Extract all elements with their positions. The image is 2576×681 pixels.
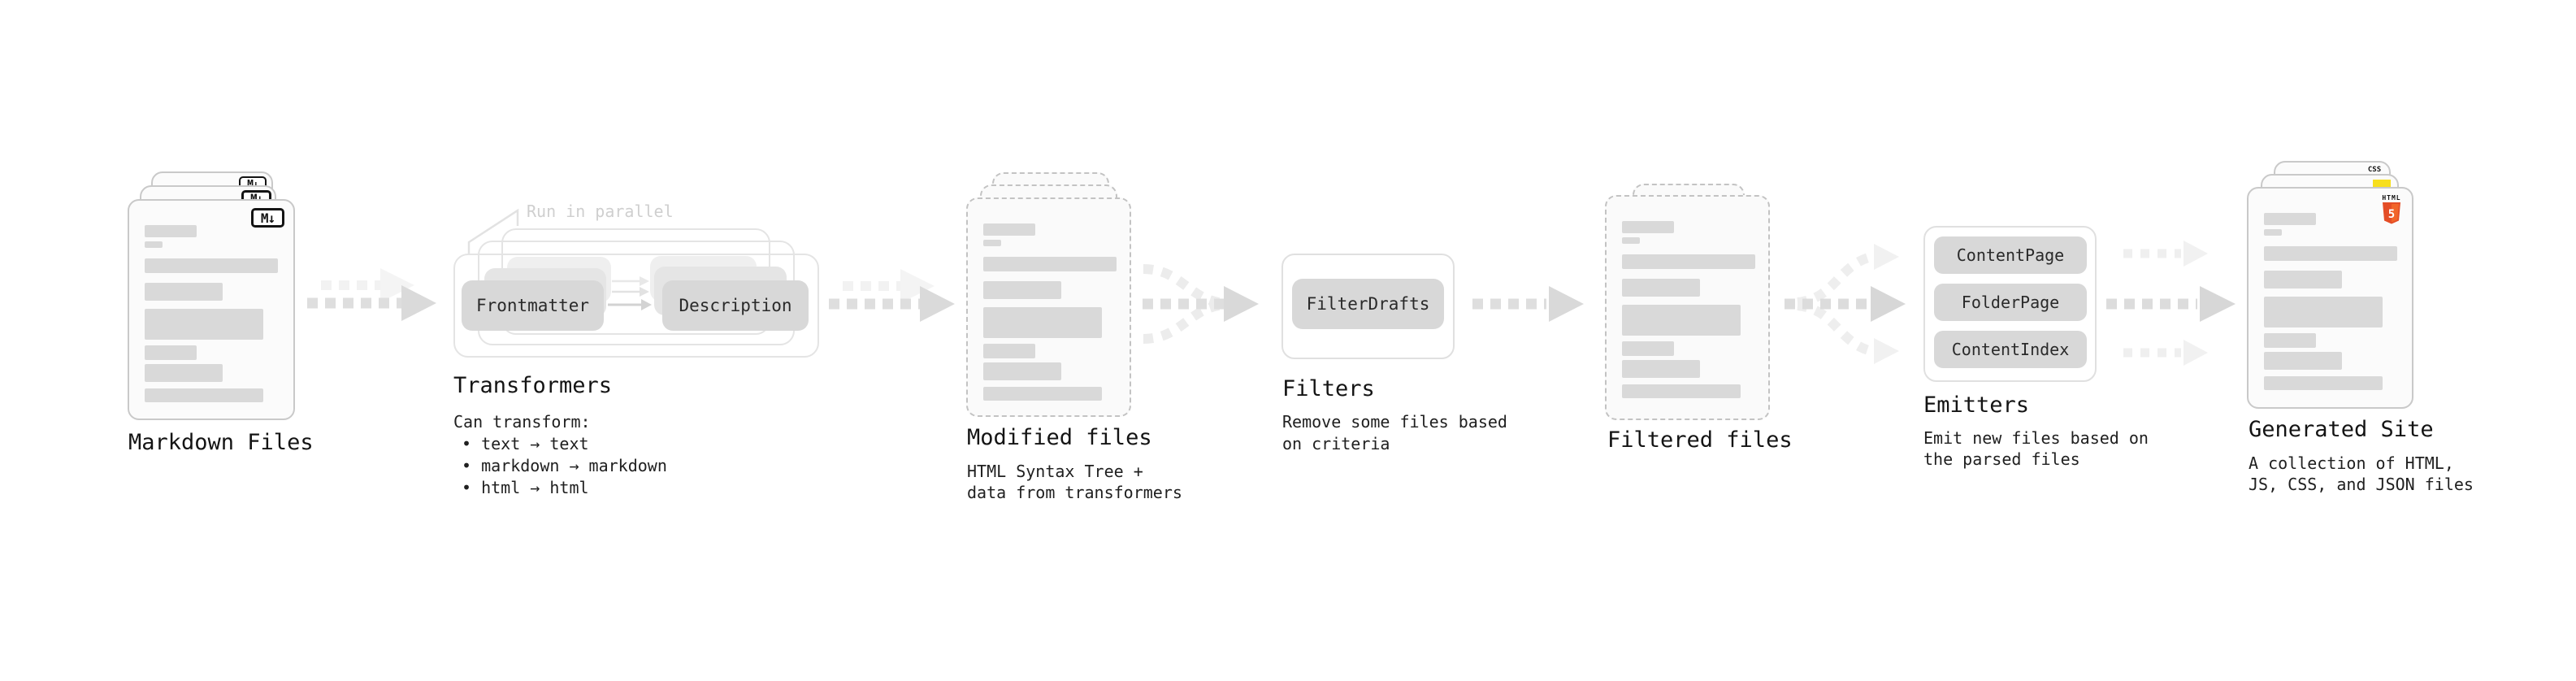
- skeleton-line: [145, 283, 223, 301]
- skeleton-line: [983, 307, 1102, 338]
- skeleton-line: [983, 257, 1117, 271]
- desc-line: • html → html: [462, 478, 589, 497]
- skeleton-line: [2264, 333, 2316, 348]
- skeleton-line: [1622, 237, 1640, 244]
- filtered-file-card-front: [1605, 195, 1770, 420]
- skeleton-line: [1622, 221, 1674, 233]
- run-in-parallel-leader-line: [467, 208, 519, 254]
- stage-desc-modified-files: HTML Syntax Tree + data from transformer…: [967, 461, 1182, 503]
- desc-line: data from transformers: [967, 483, 1182, 502]
- arrow-filtered-to-emitters: [1785, 244, 1906, 364]
- skeleton-line: [1622, 254, 1755, 269]
- stage-title-filtered-files: Filtered files: [1607, 427, 1793, 453]
- skeleton-line: [2264, 229, 2282, 236]
- skeleton-line: [145, 258, 278, 273]
- skeleton-line: [983, 223, 1035, 236]
- stage-title-emitters: Emitters: [1923, 393, 2030, 418]
- svg-text:5: 5: [2388, 208, 2395, 221]
- desc-line: A collection of HTML,: [2249, 453, 2454, 473]
- document-skeleton: [145, 225, 278, 402]
- desc-line: Can transform:: [453, 412, 591, 432]
- skeleton-line: [1622, 305, 1741, 336]
- stage-title-filters: Filters: [1282, 376, 1375, 401]
- stage-desc-transformers: Can transform: • text → text • markdown …: [453, 411, 667, 499]
- transformer-pill-description: Description: [662, 280, 809, 331]
- filter-pill-filterdrafts: FilterDrafts: [1292, 279, 1444, 329]
- skeleton-line: [2264, 246, 2397, 261]
- skeleton-line: [983, 362, 1061, 380]
- html5-shield: 5: [2383, 202, 2400, 224]
- skeleton-line: [2264, 352, 2342, 370]
- stage-title-modified-files: Modified files: [967, 425, 1152, 450]
- skeleton-line: [1622, 279, 1700, 297]
- desc-line: • text → text: [462, 434, 589, 453]
- stage-title-generated-site: Generated Site: [2249, 417, 2434, 442]
- css-icon-label: CSS: [2367, 166, 2382, 174]
- skeleton-line: [1622, 360, 1700, 378]
- stage-desc-generated-site: A collection of HTML, JS, CSS, and JSON …: [2249, 453, 2474, 495]
- desc-line: the parsed files: [1923, 449, 2080, 469]
- skeleton-line: [145, 388, 263, 402]
- arrow-transformers-to-modified: [829, 269, 955, 322]
- emitter-pill-contentindex: ContentIndex: [1934, 331, 2087, 368]
- stage-title-transformers: Transformers: [453, 373, 613, 398]
- skeleton-line: [2264, 213, 2316, 225]
- arrow-markdown-to-transformers: [307, 268, 436, 321]
- emitter-pill-contentpage: ContentPage: [1934, 236, 2087, 274]
- desc-line: Remove some files based: [1282, 412, 1507, 432]
- desc-line: • markdown → markdown: [462, 456, 667, 475]
- skeleton-line: [983, 344, 1035, 358]
- skeleton-line: [983, 240, 1001, 246]
- skeleton-line: [145, 364, 223, 382]
- skeleton-line: [1622, 341, 1674, 356]
- desc-line: JS, CSS, and JSON files: [2249, 475, 2474, 494]
- markdown-file-card-front: M↓: [128, 199, 295, 420]
- html5-icon: HTML 5: [2381, 194, 2402, 224]
- modified-file-card-front: [966, 197, 1131, 417]
- site-file-card-html: HTML 5: [2247, 187, 2413, 409]
- skeleton-line: [2264, 376, 2383, 390]
- skeleton-line: [983, 281, 1061, 299]
- skeleton-line: [983, 387, 1102, 401]
- stage-title-markdown-files: Markdown Files: [128, 430, 314, 455]
- skeleton-line: [145, 309, 263, 340]
- stage-desc-filters: Remove some files based on criteria: [1282, 411, 1507, 455]
- skeleton-line: [145, 345, 197, 360]
- stage-desc-emitters: Emit new files based on the parsed files: [1923, 427, 2149, 470]
- parallel-run-arrows: [608, 276, 652, 310]
- document-skeleton: [2264, 213, 2397, 390]
- document-skeleton: [1622, 221, 1755, 398]
- desc-line: on criteria: [1282, 434, 1390, 453]
- skeleton-line: [145, 241, 163, 248]
- transformer-box-front: [453, 254, 819, 358]
- markdown-icon: M↓: [251, 208, 284, 228]
- arrow-modified-to-filters: [1143, 264, 1259, 344]
- document-skeleton: [983, 223, 1117, 401]
- html5-icon-label: HTML: [2382, 194, 2401, 202]
- desc-line: Emit new files based on: [1923, 428, 2149, 448]
- arrow-emitters-to-site: [2106, 241, 2236, 366]
- transformer-pill-frontmatter: Frontmatter: [462, 280, 604, 331]
- emitter-pill-folderpage: FolderPage: [1934, 284, 2087, 321]
- desc-line: HTML Syntax Tree +: [967, 462, 1143, 481]
- arrow-filters-to-filtered: [1472, 286, 1584, 322]
- run-in-parallel-label: Run in parallel: [527, 202, 674, 221]
- skeleton-line: [2264, 271, 2342, 288]
- skeleton-line: [2264, 297, 2383, 327]
- skeleton-line: [1622, 384, 1741, 398]
- skeleton-line: [145, 225, 197, 237]
